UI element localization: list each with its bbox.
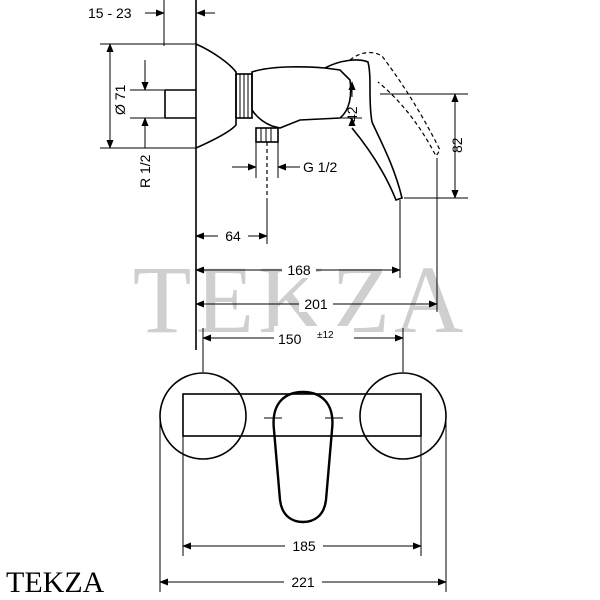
lever-handle [324, 59, 403, 201]
dim-168-text: 168 [287, 262, 311, 278]
dim-82-text: 82 [449, 137, 465, 153]
left-rosette [159, 372, 247, 460]
dim-150-text: 150 [278, 331, 302, 347]
dim-150-tol-text: ±12 [317, 330, 334, 341]
front-handle [272, 390, 334, 524]
dim-diameter-text: Ø 71 [112, 84, 128, 115]
side-view: 15 - 23 Ø 71 R 1/2 G 1/2 42 82 64 [88, 0, 468, 350]
dim-g-text: G 1/2 [303, 159, 337, 175]
dim-r-text: R 1/2 [137, 154, 153, 188]
rosette-profile [195, 43, 237, 149]
inlet-pipe [164, 89, 196, 119]
right-rosette [359, 372, 447, 460]
brand-logo-text: TEKZA [6, 566, 105, 599]
dim-221-text: 221 [291, 574, 315, 590]
dim-top-text: 15 - 23 [88, 5, 132, 21]
dim-64-text: 64 [225, 228, 241, 244]
front-body [182, 393, 422, 437]
outlet-nut [255, 127, 279, 143]
mixer-body [251, 66, 352, 129]
dim-201-text: 201 [304, 296, 328, 312]
front-view: 150 ±12 185 221 [159, 326, 447, 592]
dim-185-text: 185 [292, 538, 316, 554]
dim-42-text: 42 [344, 106, 360, 122]
handle-alt-position [349, 51, 441, 158]
